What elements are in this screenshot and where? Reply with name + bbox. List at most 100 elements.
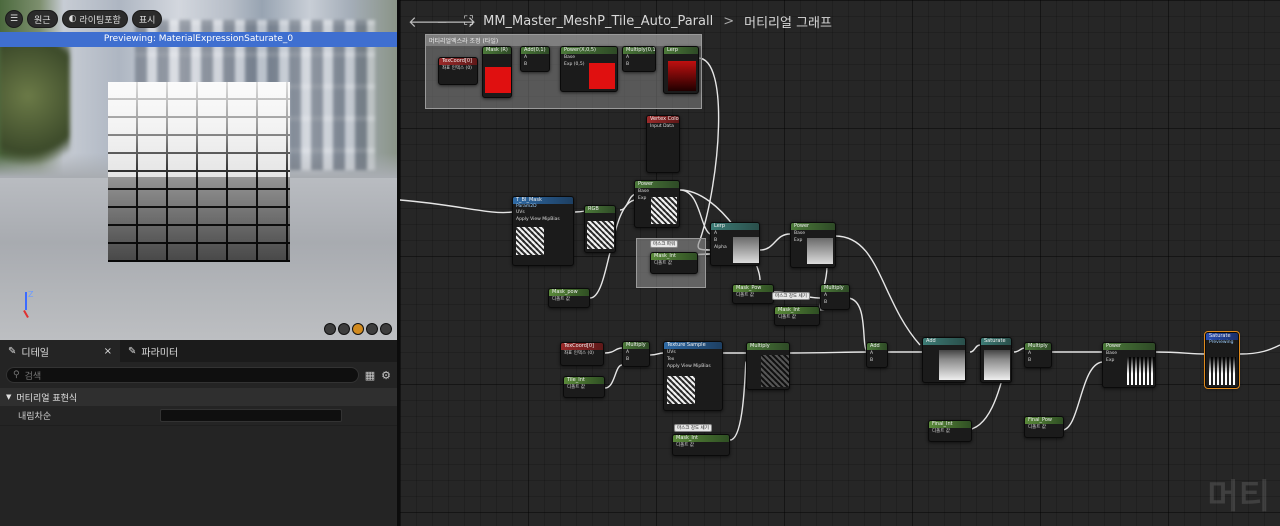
tab-parameters-label: 파라미터 (141, 347, 179, 359)
node-final-int[interactable]: Final_Int 디폴트 값 (928, 420, 972, 442)
material-graph[interactable]: 🡐 🡒 ⛶ MM_Master_MeshP_Tile_Auto_Parall >… (400, 0, 1280, 526)
node-power-3[interactable]: Power Base Exp (1102, 342, 1156, 388)
pin-b: B (626, 357, 630, 362)
plane-preview-icon[interactable] (352, 323, 364, 335)
node-thumbnail (587, 221, 614, 249)
node-multiply-1[interactable]: Multiply A B (820, 284, 850, 310)
lighting-icon: ◐ (68, 14, 77, 24)
node-mask-int-3[interactable]: Mask_Int 디폴트 값 (672, 434, 730, 456)
preview-banner: Previewing: MaterialExpressionSaturate_0 (0, 32, 397, 47)
node-lerp-top[interactable]: Lerp (663, 46, 699, 94)
node-mask-pow-2[interactable]: Mask_Pow 디폴트 값 (732, 284, 774, 304)
wire (729, 361, 747, 441)
cylinder-preview-icon[interactable] (324, 323, 336, 335)
hamburger-icon: ☰ (9, 14, 19, 24)
node-sub: Param2D (516, 204, 537, 209)
tab-details[interactable]: ✎ 디테일 × (0, 340, 120, 362)
node-title: TexCoord[0] (439, 58, 477, 65)
node-texcoord-top[interactable]: TexCoord[0] 좌표 인덱스 (0) (438, 57, 478, 85)
node-title: TexCoord[0] (561, 343, 603, 350)
node-title: Multiply (1025, 343, 1051, 350)
node-multiply-5[interactable]: Multiply A B (1024, 342, 1052, 368)
default-label: 디폴트 값 (778, 315, 796, 320)
node-title: Multiply (747, 343, 789, 350)
node-multiply-top[interactable]: Multiply(0,1) A B (622, 46, 656, 72)
wire (1013, 347, 1026, 353)
preview-viewport[interactable]: ☰ 원근 ◐ 라이팅포함 표시 Previewing: MaterialExpr… (0, 0, 397, 340)
perspective-button[interactable]: 원근 (27, 10, 58, 28)
node-add-top[interactable]: Add(0,1) A B (520, 46, 550, 72)
pencil-icon: ✎ (128, 345, 137, 357)
breadcrumb-asset[interactable]: MM_Master_MeshP_Tile_Auto_Parall (483, 13, 714, 29)
node-thumbnail (939, 350, 965, 380)
node-sub: Input Data (650, 124, 674, 129)
pin-uvs: UVs (516, 210, 525, 215)
pin-a: A (626, 350, 630, 355)
node-add-1[interactable]: Add A B (866, 342, 888, 368)
property-value-field[interactable] (160, 409, 342, 422)
default-label: 디폴트 값 (932, 429, 950, 434)
node-final-pow[interactable]: Final_Pow 디폴트 값 (1024, 416, 1064, 438)
node-title: Mask_Int (673, 435, 729, 442)
node-power-2[interactable]: Power Base Exp (790, 222, 836, 268)
section-material-expression[interactable]: ▼ 머티리얼 표현식 (0, 388, 397, 406)
close-icon[interactable]: × (103, 345, 112, 357)
node-mask-int[interactable]: Mask_Int 디폴트 값 (650, 252, 698, 274)
node-power-1[interactable]: Power Base Exp (634, 180, 680, 228)
node-title: Power (635, 181, 679, 188)
node-thumbnail (668, 61, 696, 91)
node-title: Add (923, 338, 965, 345)
x-axis-line (23, 310, 29, 318)
gear-icon[interactable]: ⚙ (381, 368, 391, 382)
mask-note: 마스크 강도 세기 (772, 292, 810, 300)
pin-alpha: Alpha (714, 245, 727, 250)
node-lerp-1[interactable]: Lerp A B Alpha (710, 222, 760, 266)
sphere-preview-icon[interactable] (338, 323, 350, 335)
pin-b: B (714, 238, 718, 243)
wire (1239, 344, 1280, 355)
search-input[interactable]: ⚲ 검색 (6, 367, 359, 383)
node-saturate-mid[interactable]: Saturate (980, 337, 1012, 383)
search-placeholder: 검색 (24, 371, 42, 382)
node-texture-sample[interactable]: Texture Sample UVs Tex Apply View MipBia… (663, 341, 723, 411)
node-tile-int[interactable]: Tile_Int 디폴트 값 (563, 376, 605, 398)
node-multiply-4[interactable]: Multiply (746, 342, 790, 390)
node-mask-top[interactable]: Mask (R) (482, 46, 512, 98)
cube-preview-icon[interactable] (366, 323, 378, 335)
node-t-mask[interactable]: T_BI_Mask Param2D UVs Apply View MipBias (512, 196, 574, 266)
node-vertex-color[interactable]: Vertex Color Input Data (646, 115, 680, 173)
wire (604, 364, 623, 389)
wire (847, 297, 869, 353)
panel-splitter[interactable] (397, 0, 400, 526)
node-title: Multiply (623, 342, 649, 349)
pin-a: A (714, 231, 718, 236)
node-saturate-final[interactable]: Saturate Previewing (1204, 331, 1240, 389)
show-button[interactable]: 표시 (131, 10, 163, 28)
default-label: 디폴트 값 (1028, 425, 1046, 430)
pin-a: A (1028, 351, 1032, 356)
background-tree (0, 40, 70, 180)
show-label: 표시 (138, 15, 156, 26)
grid-view-icon[interactable]: ▦ (364, 368, 376, 382)
pin-base: Base (1106, 351, 1117, 356)
chevron-down-icon: ▼ (6, 393, 12, 401)
node-power-top[interactable]: Power(X,0,5) Base Exp (0,5) (560, 46, 618, 92)
pin-uvs: UVs (667, 350, 676, 355)
node-thumbnail (807, 238, 833, 264)
node-add-2[interactable]: Add (922, 337, 966, 383)
node-mask-pow[interactable]: Mask_pow 디폴트 값 (548, 288, 590, 308)
node-title: Mask_pow (549, 289, 589, 296)
lighting-button[interactable]: ◐ 라이팅포함 (61, 10, 128, 28)
tab-parameters[interactable]: ✎ 파라미터 (120, 340, 186, 362)
node-thumbnail (761, 355, 789, 387)
viewport-menu-button[interactable]: ☰ (5, 10, 23, 28)
breadcrumb-graph[interactable]: 머티리얼 그래프 (744, 15, 832, 31)
comment-title: 머티리얼엑스라 조정 (타일) (426, 35, 701, 46)
node-texcoord-bot[interactable]: TexCoord[0] 좌표 인덱스 (0) (560, 342, 604, 366)
node-mask-channel[interactable]: RGB (584, 205, 616, 253)
pin-exp: Exp (1106, 358, 1115, 363)
node-mask-int-2[interactable]: Mask_Int 디폴트 값 (774, 306, 820, 326)
teapot-preview-icon[interactable] (380, 323, 392, 335)
z-axis-line (25, 292, 27, 310)
node-multiply-3[interactable]: Multiply A B (622, 341, 650, 367)
